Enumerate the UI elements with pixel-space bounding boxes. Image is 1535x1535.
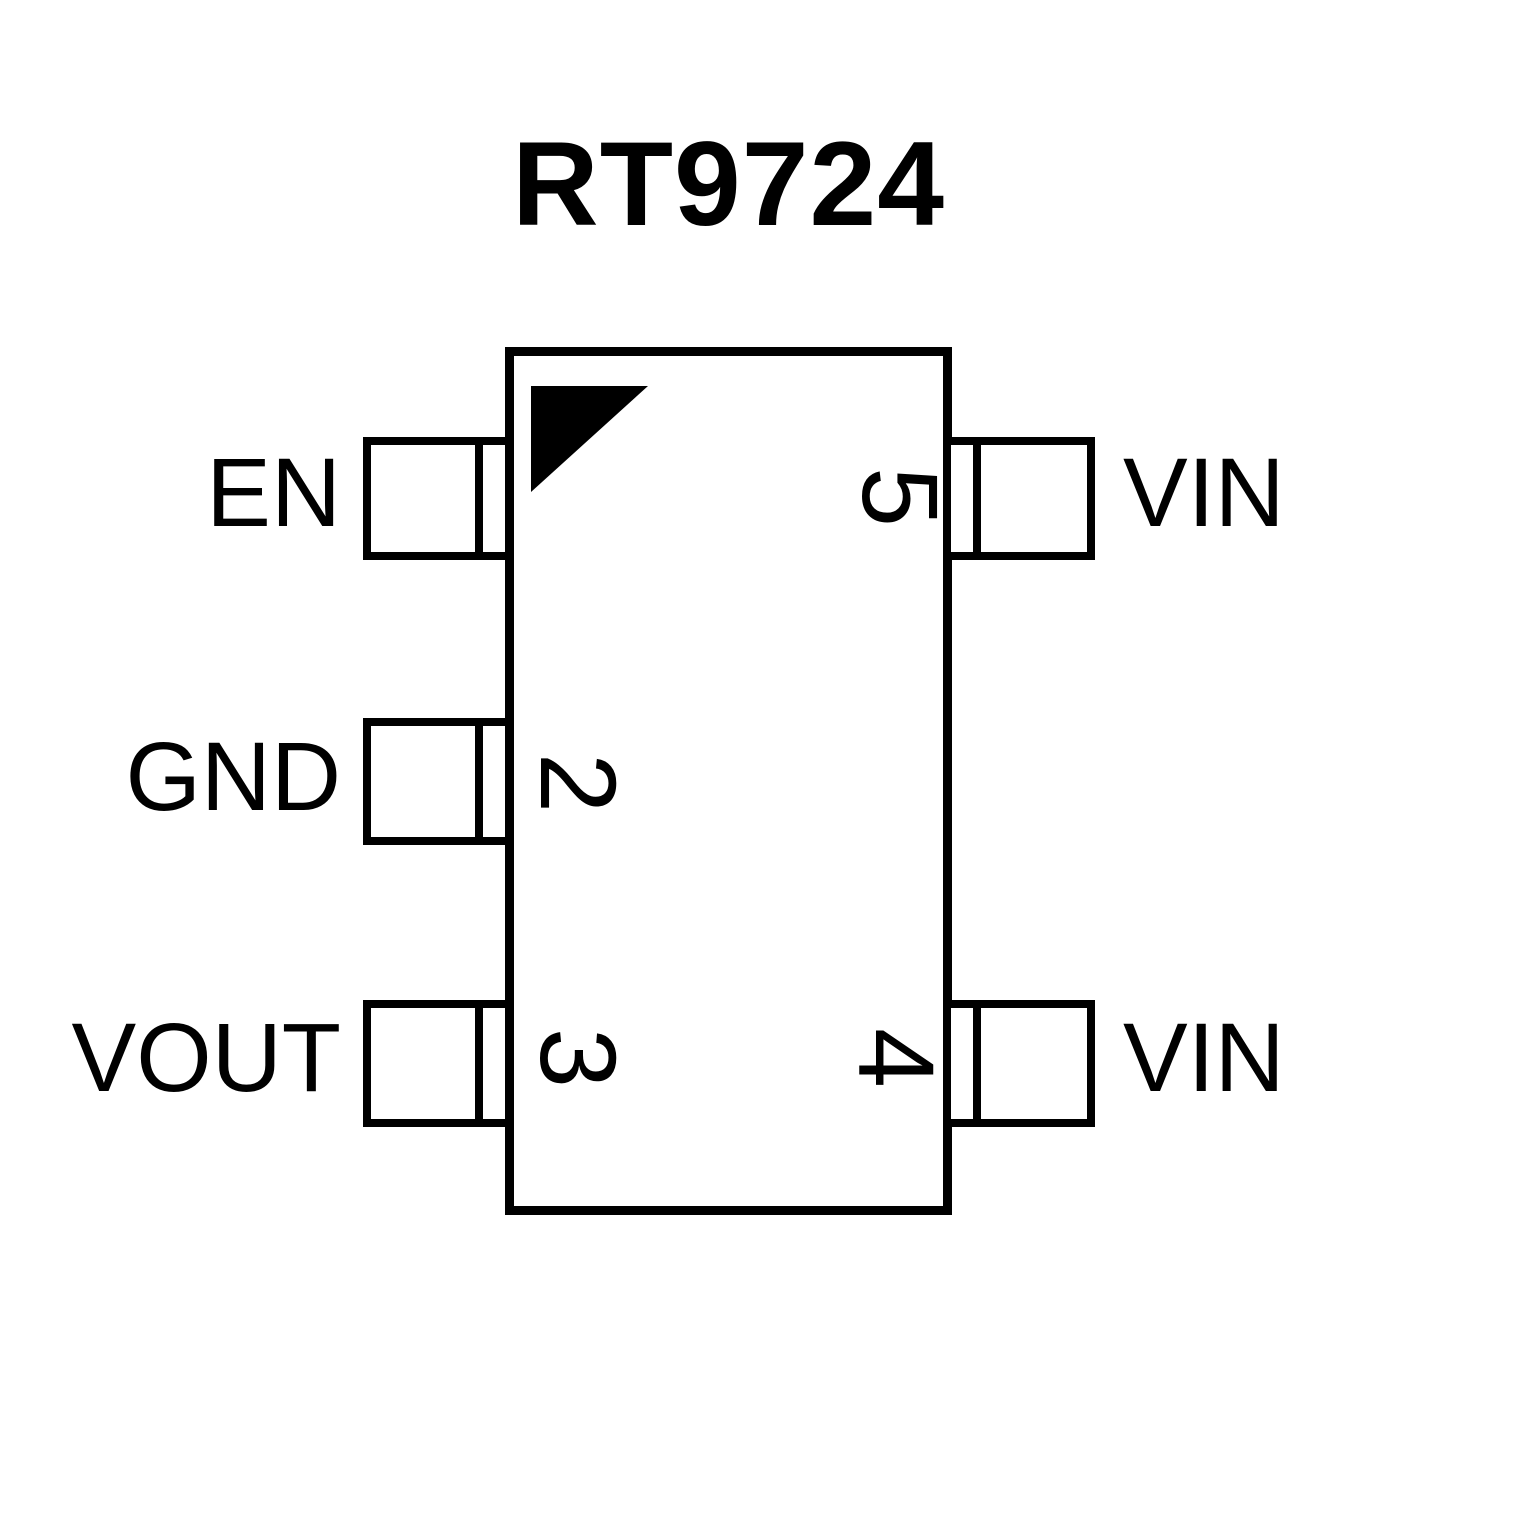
pin-label-vin-top: VIN bbox=[1123, 438, 1285, 547]
chip-title: RT9724 bbox=[512, 117, 945, 251]
pin-number-3: 3 bbox=[518, 1027, 639, 1089]
pin-label-vout: VOUT bbox=[71, 1003, 341, 1112]
pin-vin-bottom-lead bbox=[943, 1000, 1095, 1127]
pin-vin-top-lead bbox=[943, 437, 1095, 560]
pin-vout-lead bbox=[363, 1000, 513, 1127]
pin-number-4: 4 bbox=[836, 1027, 957, 1089]
pin-number-2: 2 bbox=[518, 752, 639, 814]
pin-number-5: 5 bbox=[840, 466, 961, 528]
pin-label-gnd: GND bbox=[125, 722, 341, 831]
pin-gnd-lead bbox=[363, 718, 513, 845]
pin-label-en: EN bbox=[206, 438, 341, 547]
pin-label-vin-bottom: VIN bbox=[1123, 1003, 1285, 1112]
pin-en-lead bbox=[363, 437, 513, 560]
